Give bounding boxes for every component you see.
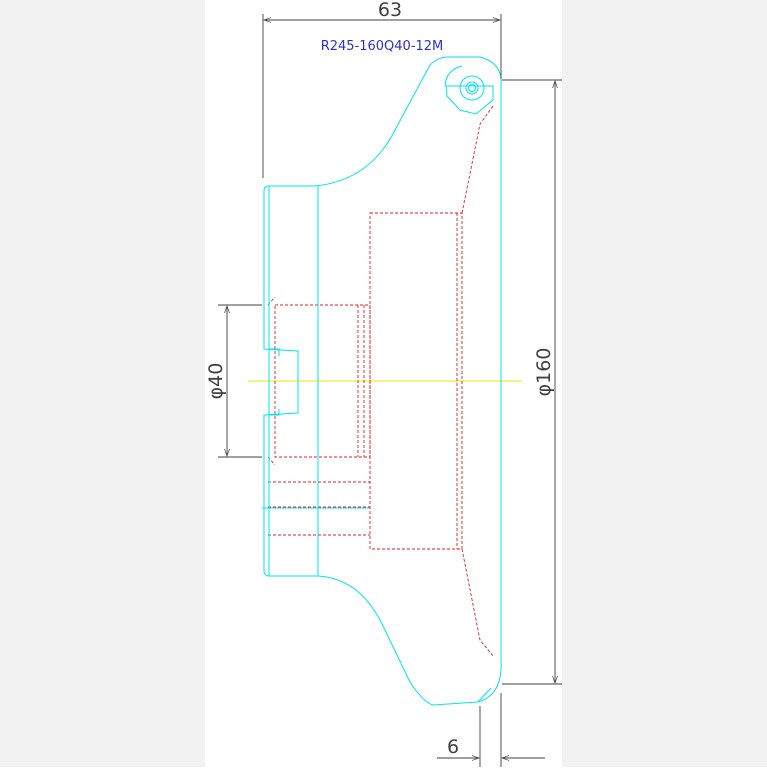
dimensions [218, 14, 562, 767]
cutter-body-outline [263, 56, 502, 706]
dim-63-value: 63 [378, 0, 402, 21]
drive-slot-upper-edge [269, 348, 280, 356]
dim-6-value: 6 [447, 736, 459, 758]
left-margin [0, 0, 205, 767]
dim-160-value: φ160 [533, 348, 555, 397]
part-outline [262, 56, 502, 706]
insert-screw-middle [465, 81, 479, 95]
hidden-lower-taper [461, 548, 495, 658]
drive-slot-lower-edge [269, 409, 280, 416]
hidden-upper-taper [461, 105, 494, 214]
right-margin [562, 0, 767, 767]
page-area [205, 0, 562, 767]
insert-screw-inner [468, 84, 476, 92]
insert-screw-outer [459, 75, 485, 101]
hidden-bore [274, 304, 371, 458]
hidden-lines [267, 105, 495, 658]
insert-seat [445, 85, 494, 115]
insert-corner-edge [477, 687, 492, 703]
part-code-label: R245-160Q40-12M [321, 39, 444, 54]
insert-seat-upper-curve [444, 65, 463, 87]
dim-40-value: φ40 [205, 363, 227, 400]
